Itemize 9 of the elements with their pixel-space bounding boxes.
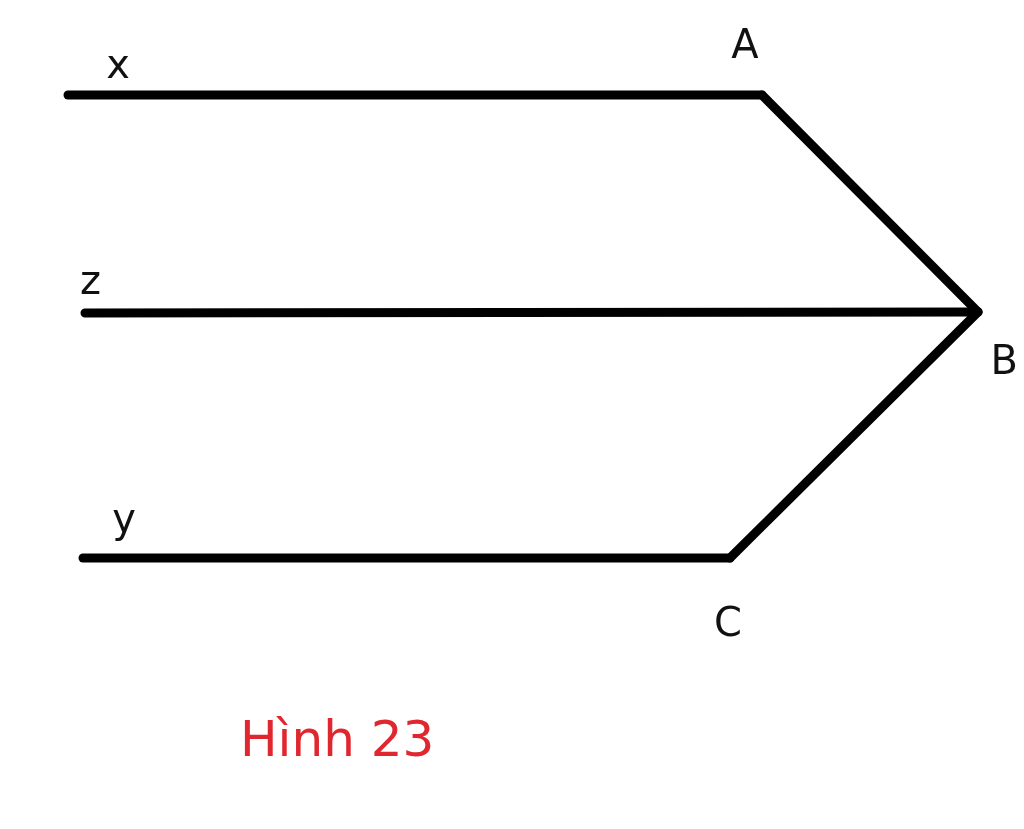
point-label: y [80,496,136,561]
figure-caption: Hình 23 [240,710,435,768]
point-label: x [64,42,134,98]
point-label: A [722,22,768,98]
line-segment [725,307,983,563]
point-label: C [704,552,752,644]
point-label: B [968,306,1018,382]
point-label: z [80,258,120,316]
line-segment [78,553,735,563]
